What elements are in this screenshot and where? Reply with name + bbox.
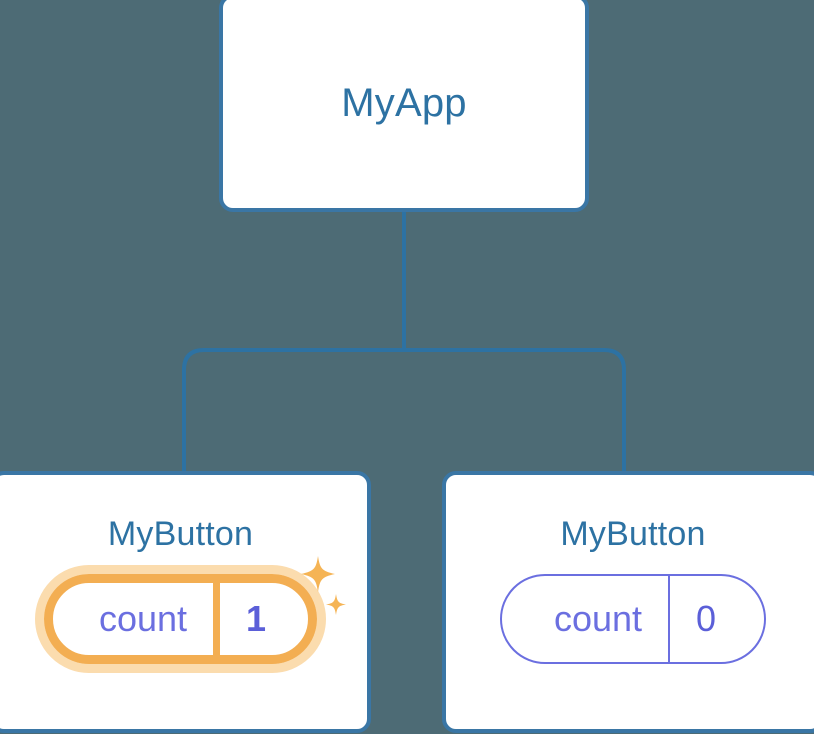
prop-pill-wrap-1: count 0 — [446, 574, 814, 664]
node-title-root: MyApp — [341, 81, 467, 125]
prop-pill-holder-1: count 0 — [499, 574, 767, 664]
node-card-child-0[interactable]: MyButton count 1 — [0, 471, 371, 733]
node-card-child-1[interactable]: MyButton count 0 — [442, 471, 814, 733]
node-card-root[interactable]: MyApp — [219, 0, 589, 212]
prop-value-0: 1 — [213, 583, 308, 655]
sparkle-icon-small — [326, 594, 347, 615]
prop-pill-holder-0: count 1 — [34, 556, 347, 673]
prop-key-1: count — [553, 598, 643, 639]
prop-pill-1[interactable]: count 0 — [499, 574, 767, 664]
prop-pill-0[interactable]: count 1 — [43, 574, 318, 664]
prop-pill-glow — [34, 565, 327, 673]
connector-branch — [182, 348, 626, 472]
prop-key-0: count — [98, 598, 188, 639]
prop-value-1: 0 — [668, 576, 764, 662]
node-title-child-0: MyButton — [107, 515, 254, 553]
node-title-child-1: MyButton — [560, 515, 706, 553]
prop-pill-wrap-0: count 1 — [0, 556, 367, 673]
